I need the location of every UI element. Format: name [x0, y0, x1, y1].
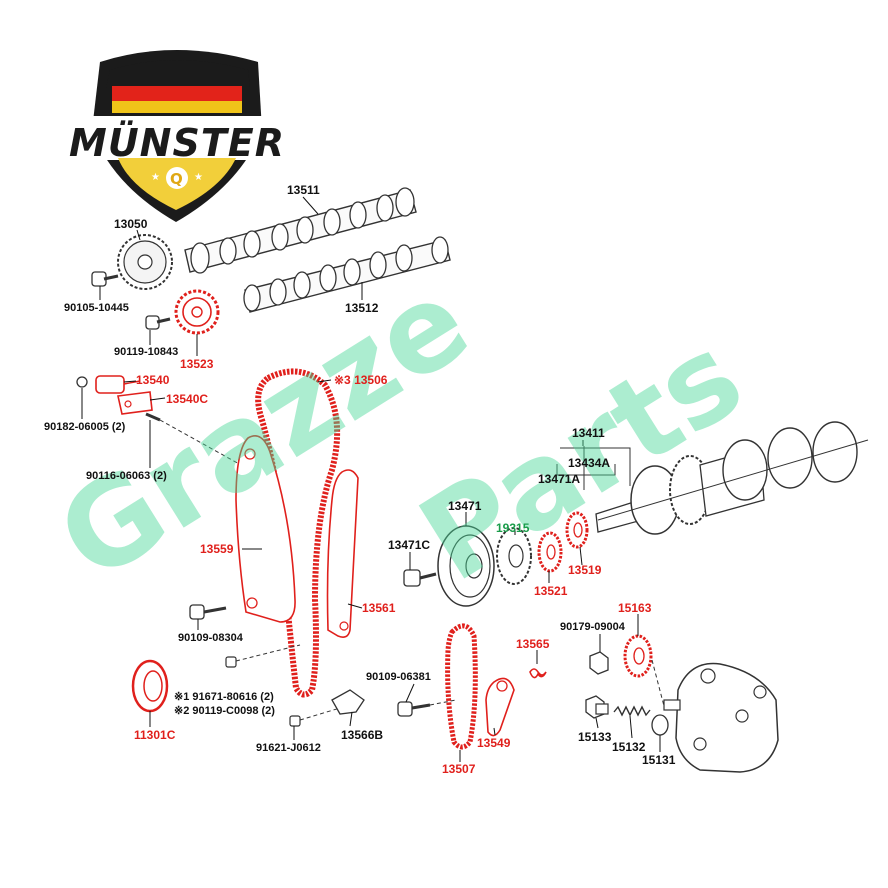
oil-pump-chain-13507 — [445, 623, 478, 750]
bolt-90119-10843 — [145, 315, 171, 330]
label-13471: 13471 — [448, 499, 482, 513]
label-90105-10445: 90105-10445 — [64, 302, 129, 314]
bolt-91671-80616 — [225, 644, 301, 668]
oil-pump-sprocket-15163 — [623, 634, 665, 707]
cam-timing-gear-13050 — [117, 234, 173, 290]
label-13549: 13549 — [477, 736, 511, 750]
label-13565: 13565 — [516, 637, 550, 651]
label-13506: ※3 13506 — [334, 373, 388, 387]
label-13521: 13521 — [534, 584, 568, 598]
label-13561: 13561 — [362, 601, 396, 615]
spring-13565 — [529, 668, 547, 679]
label-13512: 13512 — [345, 301, 379, 315]
nut-90179-09004 — [589, 651, 609, 675]
stud-90116-06063 — [145, 412, 251, 471]
signal-plate-19315 — [496, 527, 532, 585]
chain-tensioner-13540 — [76, 375, 141, 394]
camshaft-13512 — [243, 236, 451, 313]
crank-sprocket-13519 — [565, 511, 589, 549]
svg-text:★: ★ — [151, 172, 160, 183]
label-15133: 15133 — [578, 730, 612, 744]
label-13519: 13519 — [568, 563, 602, 577]
crank-pulley-13471 — [437, 525, 495, 607]
label-13540: 13540 — [136, 373, 170, 387]
cam-sprocket-13523 — [174, 289, 220, 335]
bolt-90109-06381 — [397, 699, 457, 717]
label-90116-06063: 90116-06063 (2) — [86, 470, 167, 482]
label-11301c: 11301C — [134, 728, 176, 742]
label-90119-c0098: ※2 90119-C0098 (2) — [174, 705, 275, 717]
label-91671-80616: ※1 91671-80616 (2) — [174, 691, 274, 703]
label-15131: 15131 — [642, 753, 676, 767]
label-13540c: 13540C — [166, 392, 209, 406]
label-19315: 19315 — [496, 521, 530, 535]
label-90179-09004: 90179-09004 — [560, 621, 625, 633]
bracket-13566b — [331, 689, 365, 715]
oil-seal-11301c — [131, 659, 169, 713]
label-13050: 13050 — [114, 217, 148, 231]
label-13411: 13411 — [572, 426, 605, 440]
label-13511: 13511 — [287, 183, 320, 197]
svg-text:★: ★ — [194, 172, 203, 183]
crank-sprocket-13521 — [537, 531, 563, 573]
bolt-91621-j0612 — [289, 707, 341, 727]
tensioner-arm-13549 — [485, 677, 515, 737]
munster-logo-shield: ★ ★ — [52, 50, 302, 222]
label-13566b: 13566B — [341, 728, 384, 742]
valve-15131 — [651, 714, 669, 736]
spring-15132 — [613, 705, 651, 717]
bolt-90105-10445 — [91, 271, 119, 287]
crank-bracket-lines — [556, 446, 631, 490]
crankshaft-13411 — [595, 421, 869, 535]
label-90182-06005: 90182-06005 (2) — [44, 421, 126, 433]
plug-15133 — [585, 695, 609, 719]
label-13523: 13523 — [180, 357, 214, 371]
label-90109-08304: 90109-08304 — [178, 632, 243, 644]
label-13507: 13507 — [442, 762, 476, 776]
label-15132: 15132 — [612, 740, 646, 754]
chain-guide-13561 — [326, 469, 359, 638]
label-13471c: 13471C — [388, 538, 431, 552]
tensioner-gasket-13540c — [117, 391, 153, 415]
label-90119-10843: 90119-10843 — [114, 346, 179, 358]
munster-brand-text: MÜNSTER — [69, 121, 285, 165]
label-15163: 15163 — [618, 601, 652, 615]
bolt-90109-08304 — [189, 604, 227, 620]
bolt-13471c — [403, 569, 437, 587]
label-13559: 13559 — [200, 542, 234, 556]
leader-lines — [81, 196, 661, 762]
oil-pump-housing — [663, 662, 779, 773]
chain-guide-13559 — [235, 435, 296, 623]
logo-badge-letter: Q — [170, 170, 183, 188]
label-91621-j0612: 91621-J0612 — [256, 742, 321, 754]
camshaft-13511 — [184, 187, 417, 274]
label-13434a: 13434A — [568, 456, 611, 470]
label-13471a: 13471A — [538, 472, 581, 486]
label-90109-06381: 90109-06381 — [366, 671, 431, 683]
